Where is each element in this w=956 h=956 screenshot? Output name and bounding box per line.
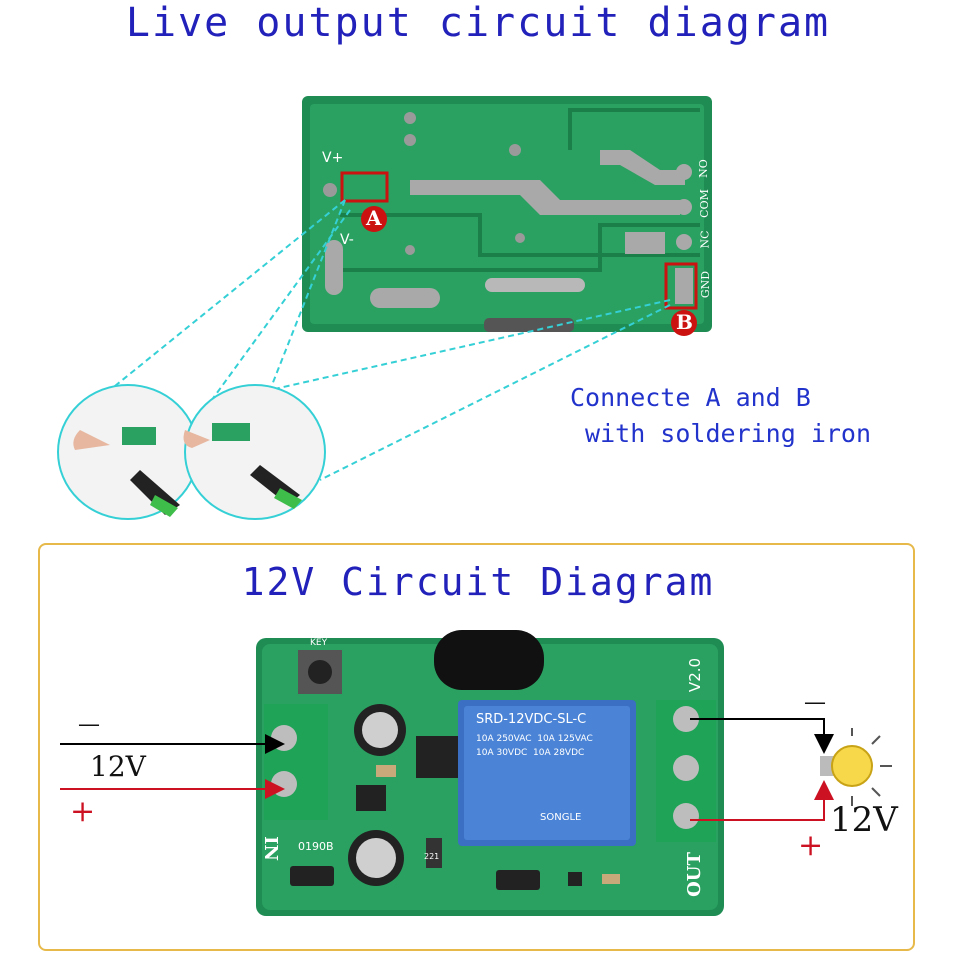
soldering-photo-1 — [57, 384, 199, 520]
top-pcb — [302, 96, 712, 332]
resistor-code: 221 — [424, 852, 440, 861]
guide-lines — [109, 199, 671, 481]
bulb-icon — [820, 728, 892, 806]
soldering-photo-2 — [183, 384, 326, 520]
note-line-1: Connecte A and B — [570, 383, 811, 412]
bottom-title: 12V Circuit Diagram — [241, 560, 715, 604]
input-minus-label: — — [78, 712, 100, 737]
relay-rating-1: 10A 250VAC 10A 125VAC — [476, 734, 593, 744]
soldering-note: Connecte A and B with soldering iron — [570, 380, 871, 452]
capacitor-code: 0190B — [298, 840, 334, 853]
board-out-label: OUT — [683, 852, 705, 897]
bottom-pcb — [256, 630, 724, 916]
label-no: NO — [696, 159, 710, 178]
output-voltage-label: 12V — [830, 800, 898, 840]
marker-b-circle — [671, 310, 697, 336]
label-gnd: GND — [699, 270, 713, 299]
relay-model: SRD-12VDC-SL-C — [476, 712, 587, 727]
board-in-label: IN — [259, 836, 281, 861]
marker-a-label: A — [366, 206, 382, 230]
label-nc: NC — [698, 230, 712, 249]
output-positive-wire — [690, 780, 834, 821]
board-version: V2.0 — [686, 657, 705, 693]
marker-a-circle — [361, 206, 387, 232]
note-line-2: with soldering iron — [570, 419, 872, 448]
top-title: Live output circuit diagram — [125, 0, 831, 46]
board-key-label: KEY — [310, 638, 328, 648]
pad-b-highlight — [664, 262, 698, 310]
label-v-plus: V+ — [322, 150, 344, 166]
output-minus-label: — — [804, 690, 826, 715]
input-plus-label: + — [70, 794, 96, 829]
marker-b-label: B — [676, 310, 693, 334]
output-plus-label: + — [798, 828, 824, 863]
label-v-minus: V- — [340, 232, 354, 248]
relay-rating-2: 10A 30VDC 10A 28VDC — [476, 748, 585, 758]
circuit-frame — [38, 543, 915, 951]
input-voltage-label: 12V — [90, 750, 146, 783]
output-negative-wire — [690, 718, 834, 754]
pad-a-highlight — [340, 171, 389, 203]
relay-brand: SONGLE — [540, 812, 582, 823]
label-com: COM — [697, 189, 711, 218]
